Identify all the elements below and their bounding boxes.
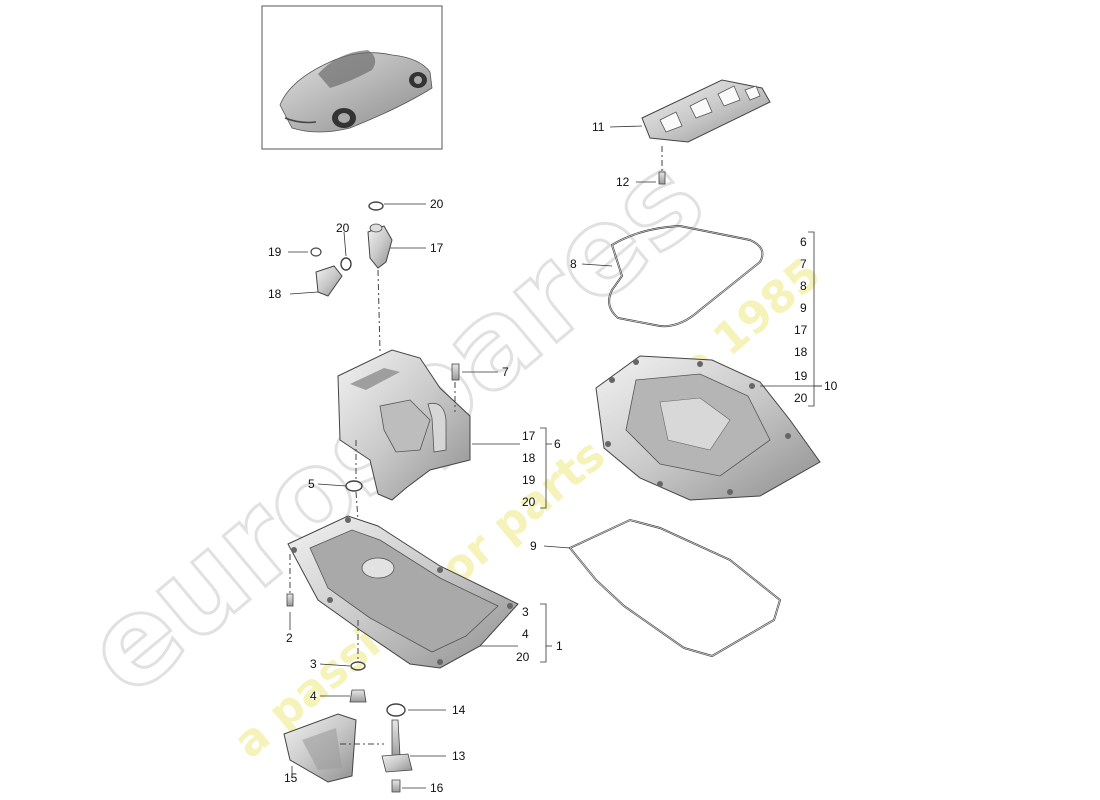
group10-item[interactable]: 7 (800, 257, 807, 271)
part-bolt-12[interactable] (658, 146, 666, 185)
callout-5[interactable]: 5 (308, 477, 315, 491)
vehicle-thumbnail[interactable] (261, 5, 443, 150)
group10-item[interactable]: 19 (794, 369, 808, 383)
callout-14[interactable]: 14 (452, 703, 466, 717)
leader-lines (288, 125, 822, 789)
part-gasket-lower[interactable] (568, 518, 782, 658)
part-drain-plug-4[interactable] (349, 689, 367, 703)
callout-12[interactable]: 12 (616, 175, 630, 189)
part-oring-14[interactable] (386, 703, 406, 717)
part-gasket-upper[interactable] (608, 224, 764, 328)
group1-item[interactable]: 4 (522, 627, 529, 641)
group6-item[interactable]: 19 (522, 473, 536, 487)
part-oring-20a[interactable] (368, 201, 384, 211)
callout-10[interactable]: 10 (824, 379, 838, 393)
callout-4[interactable]: 4 (310, 689, 317, 703)
callout-8[interactable]: 8 (570, 257, 577, 271)
part-oring-3[interactable] (350, 661, 366, 671)
part-oring-20b[interactable] (340, 257, 352, 271)
callout-7[interactable]: 7 (502, 365, 509, 379)
group10-item[interactable]: 18 (794, 345, 808, 359)
callout-17[interactable]: 17 (430, 241, 444, 255)
callout-9[interactable]: 9 (530, 539, 537, 553)
callout-1[interactable]: 1 (556, 639, 563, 653)
callout-3[interactable]: 3 (310, 657, 317, 671)
group10-item[interactable]: 6 (800, 235, 807, 249)
group10-item[interactable]: 17 (794, 323, 808, 337)
part-oil-pipe-18[interactable] (315, 265, 343, 297)
part-bolt-16[interactable] (391, 779, 401, 793)
callout-15[interactable]: 15 (284, 771, 298, 785)
car-icon (279, 50, 433, 133)
part-oring-19[interactable] (310, 247, 322, 257)
group1-item[interactable]: 3 (522, 605, 529, 619)
part-cover-15[interactable] (283, 713, 357, 783)
group6-item[interactable]: 17 (522, 429, 536, 443)
group6-item[interactable]: 18 (522, 451, 536, 465)
callout-20-mid[interactable]: 20 (336, 221, 350, 235)
part-upper-oil-pan[interactable] (595, 355, 821, 501)
callout-2[interactable]: 2 (286, 631, 293, 645)
callout-20-top[interactable]: 20 (430, 197, 444, 211)
callout-labels: 11 12 8 10 9 6 7 20 17 20 19 18 5 2 1 3 … (268, 120, 838, 795)
part-oil-level-sensor-13[interactable] (340, 719, 413, 773)
callout-11[interactable]: 11 (592, 120, 605, 134)
callout-18[interactable]: 18 (268, 287, 282, 301)
part-oil-pump-housing[interactable] (337, 349, 471, 501)
group1-item[interactable]: 20 (516, 650, 530, 664)
callout-19[interactable]: 19 (268, 245, 282, 259)
callout-6[interactable]: 6 (554, 437, 561, 451)
part-bolt-7[interactable] (451, 363, 460, 412)
callout-13[interactable]: 13 (452, 749, 466, 763)
part-baffle[interactable] (641, 79, 771, 143)
group10-item[interactable]: 8 (800, 279, 807, 293)
callout-16[interactable]: 16 (430, 781, 444, 795)
group10-item[interactable]: 9 (800, 301, 807, 315)
group6-item[interactable]: 20 (522, 495, 536, 509)
group10-item[interactable]: 20 (794, 391, 808, 405)
part-bolt-2[interactable] (286, 554, 294, 607)
part-oil-pipe-17[interactable] (367, 223, 393, 269)
